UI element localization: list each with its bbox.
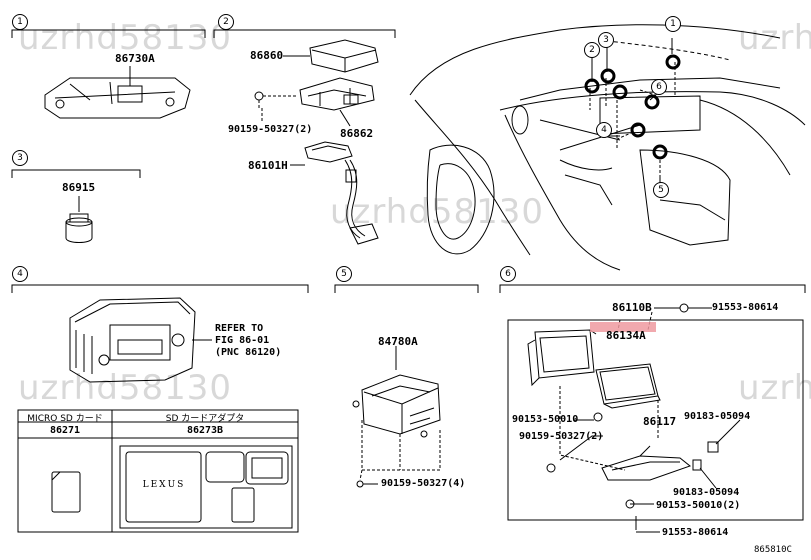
watermark: uzrh bbox=[738, 368, 811, 408]
callout-6: 6 bbox=[651, 79, 667, 95]
watermark: uzrh bbox=[738, 18, 811, 58]
part-label: 86860 bbox=[250, 49, 284, 62]
sd-col1-part: 86271 bbox=[49, 425, 81, 436]
sd-col1-header: MICRO SD カード bbox=[27, 414, 103, 424]
refer-note: REFER TO FIG 86-01 (PNC 86120) bbox=[215, 323, 282, 358]
part-label: 86730A bbox=[115, 52, 155, 65]
section-marker-3: 3 bbox=[12, 150, 28, 166]
sd-col2-header: SD カードアダプタ bbox=[165, 414, 245, 424]
callout-2: 2 bbox=[584, 42, 600, 58]
part-label: 86110B bbox=[612, 301, 652, 314]
part-label: 86915 bbox=[62, 181, 96, 194]
brand-logo: LEXUS bbox=[142, 480, 186, 490]
part-label: 90183-05094 bbox=[684, 411, 751, 422]
section-marker-6: 6 bbox=[500, 266, 516, 282]
part-label: 90153-50010 bbox=[512, 414, 579, 425]
part-label: 90153-50010(2) bbox=[656, 500, 741, 511]
part-label: 86134A bbox=[606, 329, 646, 342]
part-label: 90159-50327(2) bbox=[519, 431, 604, 442]
figure-code: 865810C bbox=[754, 545, 792, 555]
part-label: 90159-50327(4) bbox=[381, 478, 466, 489]
part-label: 86862 bbox=[340, 127, 374, 140]
part-label: 86117 bbox=[643, 415, 677, 428]
callout-5: 5 bbox=[653, 182, 669, 198]
part-label: 90159-50327(2) bbox=[228, 124, 313, 135]
sd-col2-part: 86273B bbox=[186, 425, 224, 436]
part-label: 90183-05094 bbox=[673, 487, 740, 498]
section-marker-5: 5 bbox=[336, 266, 352, 282]
section-marker-1: 1 bbox=[12, 14, 28, 30]
section-marker-4: 4 bbox=[12, 266, 28, 282]
part-label: 91553-80614 bbox=[662, 527, 729, 538]
callout-3: 3 bbox=[598, 32, 614, 48]
highlight-bar bbox=[590, 322, 656, 332]
part-label: 84780A bbox=[378, 335, 418, 348]
part-label: 91553-80614 bbox=[712, 302, 779, 313]
callout-1: 1 bbox=[665, 16, 681, 32]
watermark: uzrhd58130 bbox=[18, 18, 233, 58]
part-label: 86101H bbox=[248, 159, 288, 172]
watermark: uzrhd58130 bbox=[18, 368, 233, 408]
callout-4: 4 bbox=[596, 122, 612, 138]
section-marker-2: 2 bbox=[218, 14, 234, 30]
